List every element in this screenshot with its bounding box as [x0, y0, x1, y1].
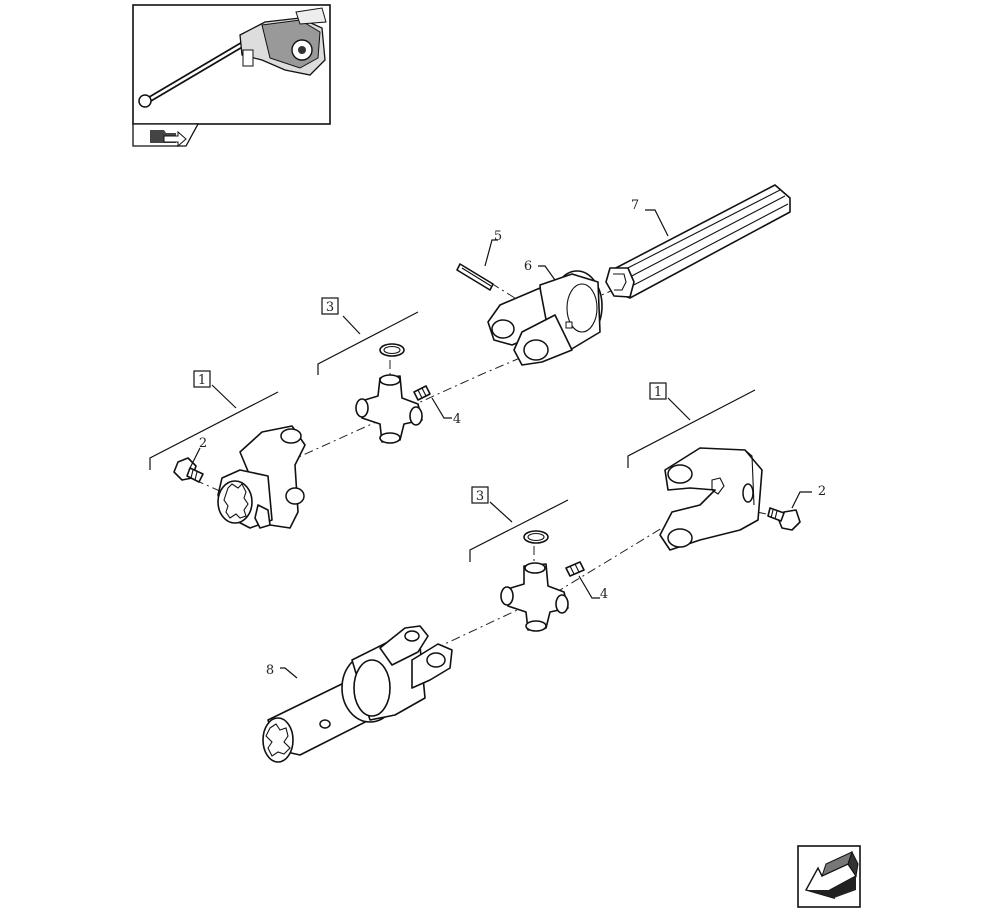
tube-yoke-part[interactable]	[487, 270, 603, 366]
splined-shaft-yoke-part[interactable]	[262, 625, 453, 763]
svg-text:3: 3	[476, 489, 484, 504]
svg-text:1: 1	[198, 373, 206, 388]
callout-3-upper[interactable]: 3	[321, 297, 339, 315]
callout-1-right[interactable]: 1	[649, 382, 667, 400]
bolt-right-part[interactable]	[767, 507, 801, 531]
svg-text:1: 1	[654, 385, 662, 400]
callout-4-upper[interactable]: 4	[453, 412, 461, 427]
callout-6[interactable]: 6	[524, 259, 532, 274]
folder-arrow-icon	[150, 130, 187, 148]
callout-4-lower[interactable]: 4	[600, 587, 608, 602]
callout-2-right[interactable]: 2	[818, 484, 826, 499]
svg-text:3: 3	[326, 300, 334, 315]
callout-2-left[interactable]: 2	[199, 436, 207, 451]
previous-page-arrow-icon	[804, 850, 859, 900]
splined-yoke-left-part[interactable]	[217, 425, 306, 529]
callout-3-lower[interactable]: 3	[471, 486, 489, 504]
bolt-left-part[interactable]	[173, 457, 204, 483]
callout-5[interactable]: 5	[494, 229, 502, 244]
previous-page-button[interactable]	[797, 845, 861, 908]
callout-1-left[interactable]: 1	[193, 370, 211, 388]
callout-7[interactable]: 7	[631, 198, 639, 213]
assembly-thumbnail[interactable]	[132, 4, 331, 125]
splined-tube-part[interactable]	[605, 184, 791, 299]
callout-8[interactable]: 8	[266, 663, 274, 678]
cross-journal-lower-part[interactable]	[500, 530, 585, 632]
back-to-group-tab[interactable]	[132, 123, 200, 148]
cross-journal-upper-part[interactable]	[355, 343, 431, 444]
roll-pin-part[interactable]	[456, 263, 494, 291]
yoke-right-part[interactable]	[659, 447, 763, 551]
